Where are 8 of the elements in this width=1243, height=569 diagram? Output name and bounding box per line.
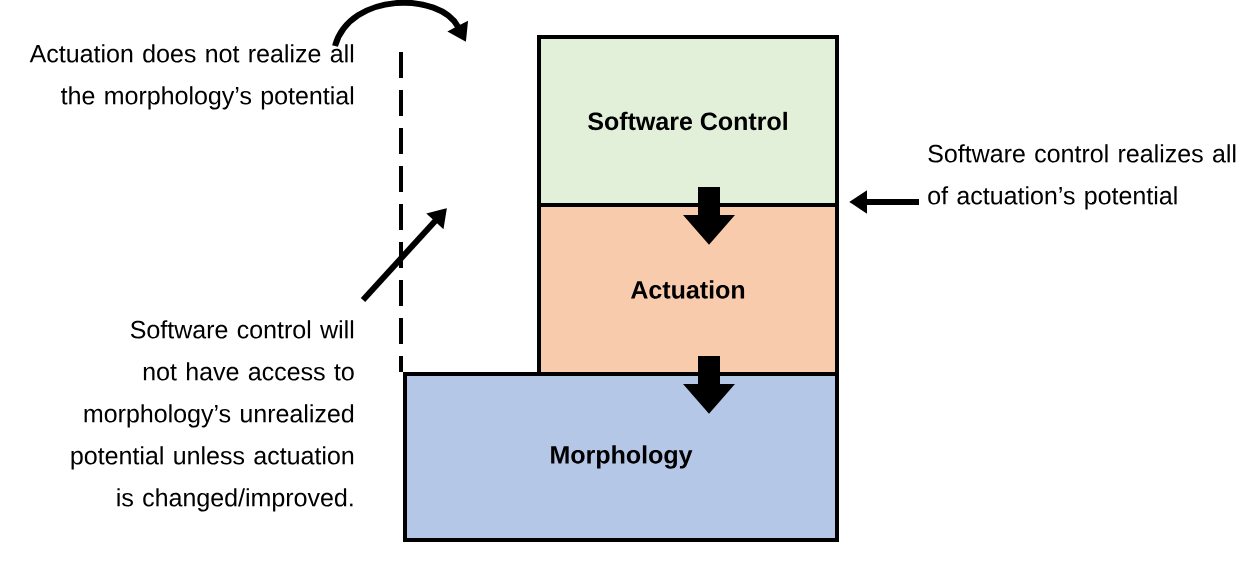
layer-box: Actuation xyxy=(537,203,839,376)
curved-arrow xyxy=(332,0,469,48)
layer-box: Software Control xyxy=(537,35,839,207)
annotation-text: Actuation does not realize all the morphology’s potential xyxy=(29,44,354,110)
annotation-text: Software control realizes all of actuation’s potential xyxy=(928,144,1236,210)
annotation-text: Software control will not have access to morphology’s unrealized potential unless actuation is changed/improved. xyxy=(71,320,354,512)
layer-box: Morphology xyxy=(403,372,839,542)
arrow xyxy=(360,208,447,302)
